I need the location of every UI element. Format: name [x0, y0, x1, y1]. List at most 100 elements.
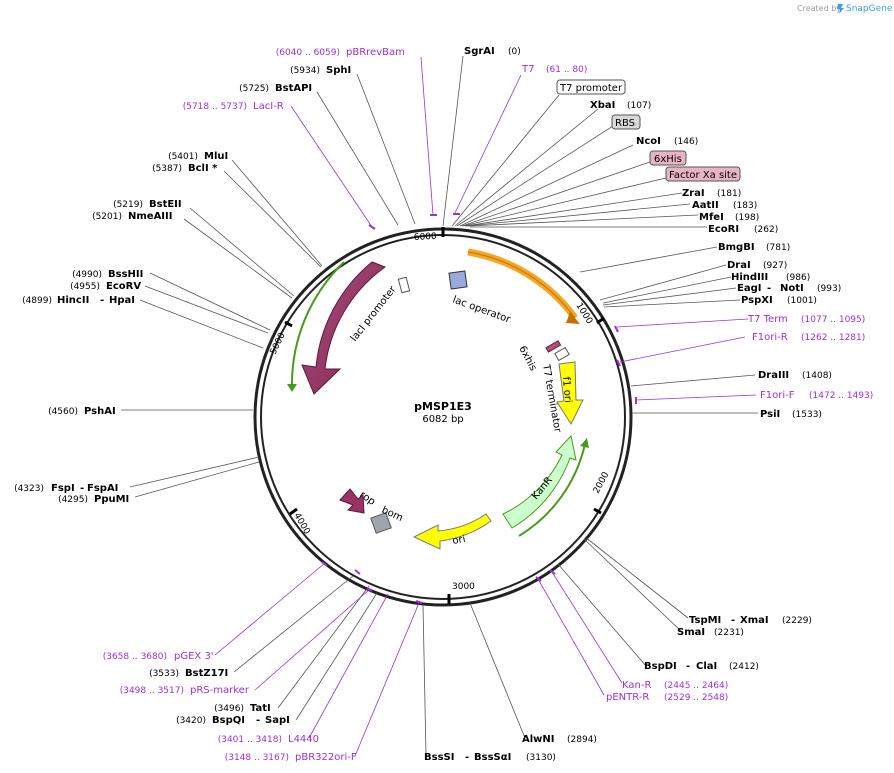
site-tspmi-xmai[interactable]: TspMI - XmaI (2229): [689, 615, 812, 626]
primer-l4440[interactable]: (3401 .. 3418) L4440: [218, 734, 319, 745]
svg-text:-: -: [686, 661, 690, 672]
site-tati[interactable]: (3496) TatI: [214, 703, 271, 714]
site-eagi-noti[interactable]: EagI - NotI (993): [737, 283, 841, 294]
tick-label-5000: 5000: [269, 331, 288, 356]
site-pspxi[interactable]: PspXI (1001): [741, 295, 817, 306]
site-pshai[interactable]: (4560) PshAI: [48, 406, 116, 417]
t7-terminator-label: T7 terminator: [540, 363, 563, 435]
site-draiii[interactable]: DraIII (1408): [758, 370, 832, 381]
svg-text:BssSαI: BssSαI: [474, 752, 511, 763]
svg-text:(0): (0): [508, 47, 521, 57]
kanr-arrow[interactable]: [502, 434, 577, 529]
f1-ori-arrow[interactable]: [556, 361, 584, 426]
svg-text:T7 Term: T7 Term: [747, 314, 788, 325]
orange-arc-arrowhead: [566, 312, 580, 324]
t7-terminator-block[interactable]: [554, 346, 570, 362]
svg-text:ClaI: ClaI: [696, 661, 717, 672]
svg-text:T7: T7: [521, 64, 534, 75]
lac-operator-block[interactable]: [448, 270, 468, 290]
site-drai[interactable]: DraI (927): [727, 260, 787, 271]
site-ecori[interactable]: EcoRI (262): [708, 224, 778, 235]
sixxhis-label: 6xhis: [516, 344, 538, 373]
svg-text:(1472 .. 1493): (1472 .. 1493): [809, 391, 873, 401]
svg-text:AatII: AatII: [692, 200, 719, 211]
svg-text:(1533): (1533): [792, 410, 822, 420]
svg-text:PshAI: PshAI: [84, 406, 116, 417]
svg-text:ZraI: ZraI: [682, 188, 705, 199]
site-ecorv[interactable]: (4955) EcoRV: [70, 281, 141, 292]
primer-pbr322ori-f[interactable]: (3148 .. 3167) pBR322ori-F: [225, 752, 357, 763]
svg-text:XbaI: XbaI: [590, 100, 615, 111]
svg-text:(4560): (4560): [48, 407, 78, 417]
site-psii[interactable]: PsiI (1533): [760, 409, 822, 420]
primer-laci-r[interactable]: (5718 .. 5737) LacI-R: [183, 101, 284, 112]
site-bstapi[interactable]: (5725) BstAPI: [239, 83, 312, 94]
primer-f1ori-f[interactable]: F1ori-F (1472 .. 1493): [760, 390, 873, 401]
svg-text:(4990): (4990): [72, 270, 102, 280]
box-factor-xa[interactable]: Factor Xa site: [665, 166, 741, 182]
bom-block[interactable]: [370, 512, 392, 534]
site-hincii-hpai[interactable]: (4899) HincII - HpaI: [22, 295, 135, 306]
ori-label: ori: [452, 534, 467, 547]
rop-arrow[interactable]: [339, 488, 365, 514]
svg-text:-: -: [256, 715, 260, 726]
svg-text:(993): (993): [817, 284, 841, 294]
site-aatii[interactable]: AatII (183): [692, 200, 757, 211]
site-bspqi-sapi[interactable]: (3420) BspQI - SapI: [176, 715, 290, 726]
site-bspdi-clai[interactable]: BspDI - ClaI (2412): [644, 661, 759, 672]
site-mfei[interactable]: MfeI (198): [699, 212, 759, 223]
svg-text:(5718 .. 5737): (5718 .. 5737): [183, 102, 247, 112]
site-nmeaiii[interactable]: (5201) NmeAIII: [92, 211, 172, 222]
site-ppumi[interactable]: (4295) PpuMI: [58, 494, 129, 505]
plasmid-name: pMSP1E3: [414, 400, 472, 413]
primer-t7[interactable]: T7 (61 .. 80): [521, 64, 587, 75]
svg-text:-: -: [767, 283, 771, 294]
site-alwni[interactable]: AlwNI (2894): [522, 734, 597, 745]
tick-marks: [284, 227, 605, 604]
svg-text:MfeI: MfeI: [699, 212, 724, 223]
ori-arrow[interactable]: [412, 513, 492, 550]
site-mlui[interactable]: (5401) MluI: [168, 151, 228, 162]
lacI-promoter-block[interactable]: [397, 276, 411, 294]
site-sphi[interactable]: (5934) SphI: [290, 65, 351, 76]
site-bstz17i[interactable]: (3533) BstZ17I: [149, 668, 228, 679]
site-bsshii[interactable]: (4990) BssHII: [72, 269, 143, 280]
primer-connectors: [214, 56, 757, 757]
box-t7-promoter[interactable]: T7 promoter: [556, 79, 626, 95]
svg-text:6xHis: 6xHis: [654, 154, 682, 165]
primer-kan-r[interactable]: Kan-R (2445 .. 2464): [622, 680, 728, 691]
site-fspi-fspai[interactable]: (4323) FspI - FspAI: [14, 483, 118, 494]
svg-text:(3498 .. 3517): (3498 .. 3517): [120, 686, 184, 696]
lacI-arrow[interactable]: [301, 261, 387, 395]
box-6xhis[interactable]: 6xHis: [649, 150, 687, 166]
primer-prs-marker[interactable]: (3498 .. 3517) pRS-marker: [120, 685, 250, 696]
sixxhis-block[interactable]: [545, 340, 562, 353]
site-bsteii[interactable]: (5219) BstEII: [113, 199, 182, 210]
site-bsssi[interactable]: BssSI - BssSαI (3130): [424, 752, 556, 763]
svg-text:BmgBI: BmgBI: [718, 242, 755, 253]
svg-text:(181): (181): [717, 189, 741, 199]
svg-text:L4440: L4440: [288, 734, 319, 745]
box-rbs[interactable]: RBS: [611, 114, 641, 130]
site-smai[interactable]: SmaI (2231): [677, 627, 744, 638]
primer-pbrrevbam[interactable]: (6040 .. 6059) pBRrevBam: [276, 47, 405, 58]
site-xbai[interactable]: XbaI (107): [590, 100, 651, 111]
site-hindiii[interactable]: HindIII (986): [731, 272, 810, 283]
site-zrai[interactable]: ZraI (181): [682, 188, 741, 199]
svg-text:PspXI: PspXI: [741, 295, 773, 306]
svg-text:BssHII: BssHII: [108, 269, 143, 280]
svg-text:(5725): (5725): [239, 84, 269, 94]
site-ncoi[interactable]: NcoI (146): [636, 136, 698, 147]
primer-pgex3[interactable]: (3658 .. 3680) pGEX 3': [103, 651, 214, 662]
svg-text:(2229): (2229): [782, 616, 812, 626]
site-bmgbi[interactable]: BmgBI (781): [718, 242, 790, 253]
site-sgrai[interactable]: SgrAI (0): [464, 46, 521, 57]
primer-t7-term[interactable]: T7 Term (1077 .. 1095): [747, 314, 865, 325]
site-bcli[interactable]: (5387) BclI *: [152, 163, 218, 174]
svg-text:(2529 .. 2548): (2529 .. 2548): [664, 693, 728, 703]
svg-text:(3658 .. 3680): (3658 .. 3680): [103, 652, 167, 662]
primer-pentr-r[interactable]: pENTR-R (2529 .. 2548): [606, 692, 728, 703]
svg-text:BspQI: BspQI: [212, 715, 245, 726]
primer-f1ori-r[interactable]: F1ori-R (1262 .. 1281): [752, 332, 865, 343]
